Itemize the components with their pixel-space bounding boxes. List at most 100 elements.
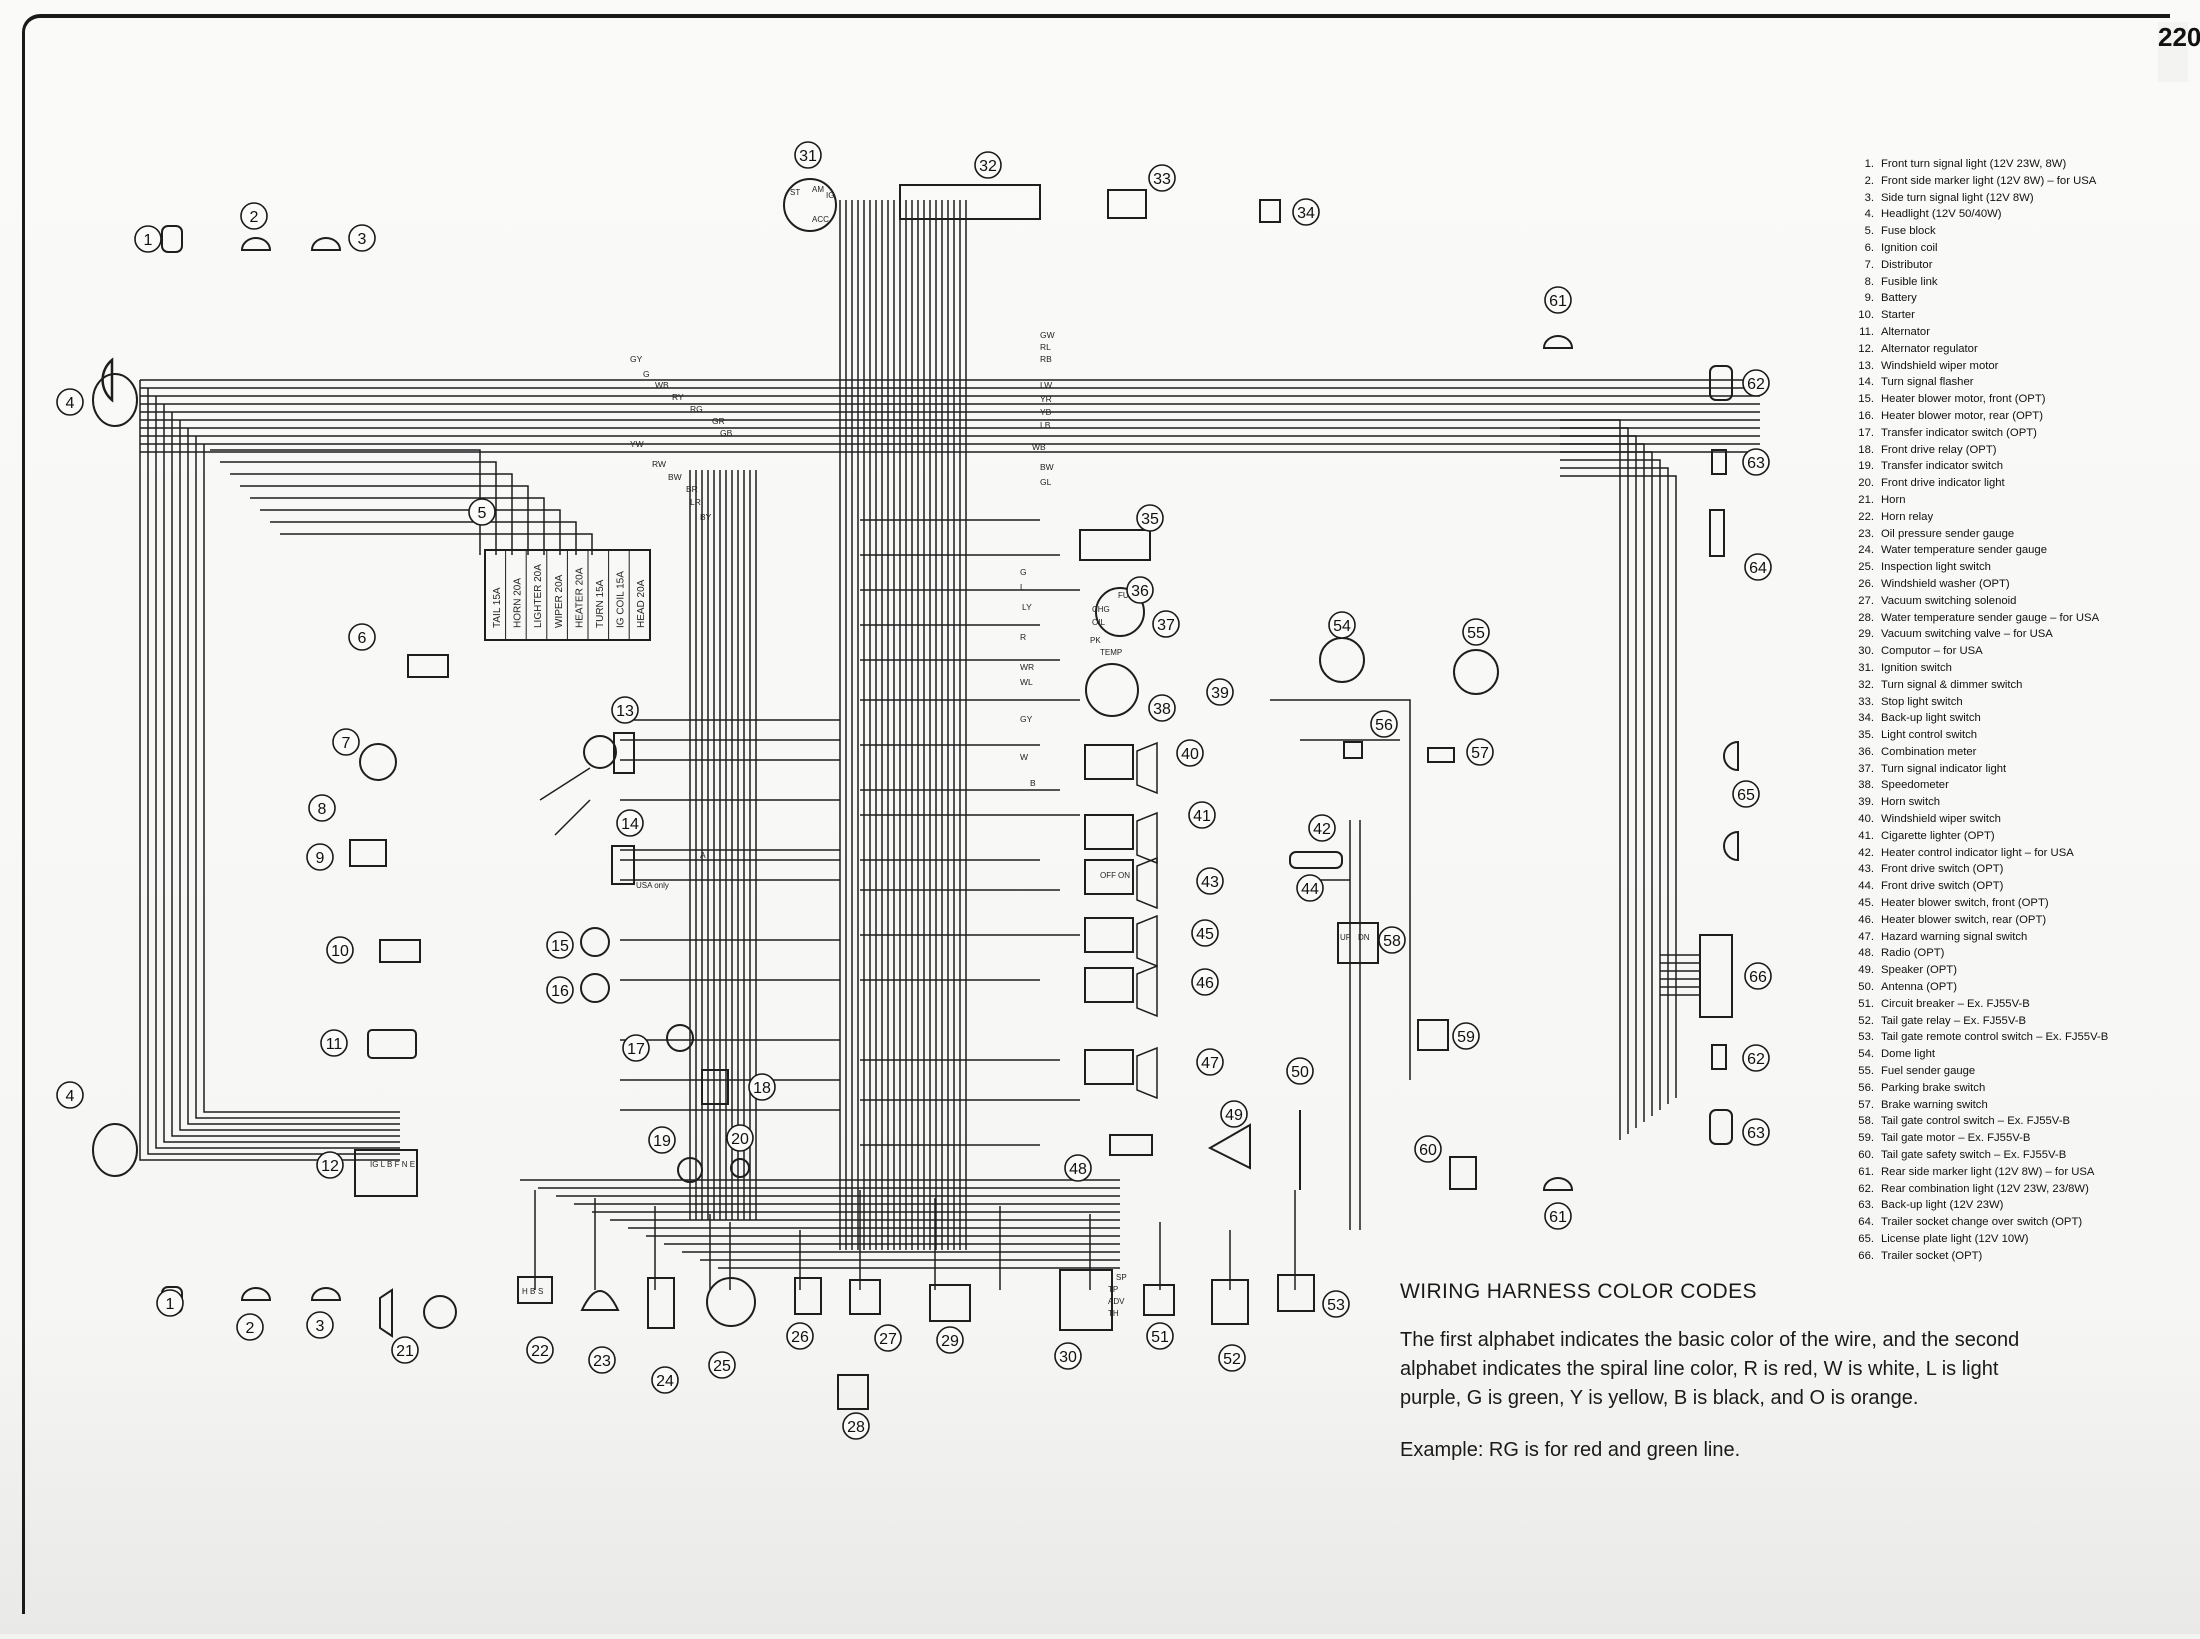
terminal-label: OFF (1100, 871, 1116, 880)
callout-circle (316, 1151, 344, 1179)
callout-circle (236, 1313, 264, 1341)
legend-item-text: Turn signal & dimmer switch (1881, 678, 2023, 691)
callout-circle (748, 1073, 776, 1101)
callout-circle (326, 936, 354, 964)
component-callout: 51 (1146, 1322, 1174, 1350)
callout-number: 35 (1141, 511, 1159, 528)
callout-number: 47 (1201, 1055, 1219, 1072)
callout-number: 8 (318, 801, 327, 818)
fuse-label: HORN 20A (513, 578, 524, 628)
legend-item: 1.Front turn signal light (12V 23W, 8W) (1848, 156, 2188, 173)
legend-item: 62.Rear combination light (12V 23W, 23/8… (1848, 1181, 2188, 1198)
legend-item: 22.Horn relay (1848, 509, 2188, 526)
callout-number: 33 (1153, 171, 1171, 188)
legend-item: 8. Fusible link (1848, 274, 2188, 291)
component-callout: 57 (1466, 738, 1494, 766)
callout-number: 46 (1196, 975, 1214, 992)
trailer-socket-symbol (1699, 934, 1733, 1018)
callout-circle (786, 1322, 814, 1350)
legend-item: 13.Windshield wiper motor (1848, 358, 2188, 375)
legend-item: 61.Rear side marker light (12V 8W) – for… (1848, 1164, 2188, 1181)
callout-circle (1054, 1342, 1082, 1370)
callout-circle (1328, 611, 1356, 639)
terminal-label: DN (1358, 933, 1370, 942)
callout-number: 36 (1131, 583, 1149, 600)
alternator-symbol (367, 1029, 417, 1059)
callout-number: 42 (1313, 821, 1331, 838)
callout-circle (56, 1081, 84, 1109)
indicator-light-symbol (730, 1158, 750, 1178)
switch-knob (1136, 811, 1158, 865)
legend-item-number: 42. (1858, 846, 1874, 859)
callout-circle (1064, 1154, 1092, 1182)
callout-circle (936, 1326, 964, 1354)
side-turn-symbol (310, 237, 342, 251)
turn-dimmer-switch-symbol (899, 184, 1041, 220)
wire-color-label: BY (700, 512, 712, 522)
component-callout: 65 (1732, 780, 1760, 808)
legend-item-number: 8. (1864, 275, 1874, 288)
legend-item-text: Front side marker light (12V 8W) – for U… (1881, 174, 2097, 187)
component-callout: 8 (308, 794, 336, 822)
legend-item: 25.Inspection light switch (1848, 559, 2188, 576)
wire-color-label: RG (690, 404, 703, 414)
legend-item-number: 25. (1858, 561, 1874, 574)
component-callout: 29 (936, 1326, 964, 1354)
page-number: 220 (2158, 22, 2200, 82)
wire (163, 404, 400, 1143)
wire-color-label: YB (1040, 407, 1052, 417)
wire (270, 521, 577, 555)
light-control-switch-symbol (1079, 529, 1151, 561)
component-callout: 1 (156, 1289, 184, 1317)
legend-item-number: 32. (1858, 678, 1874, 691)
legend-item-number: 38. (1858, 779, 1874, 792)
legend-item-number: 5. (1864, 225, 1874, 238)
horn-symbol (423, 1295, 457, 1329)
callout-number: 2 (250, 209, 259, 226)
legend-item-text: Oil pressure sender gauge (1881, 527, 2015, 540)
switch-knob (1136, 914, 1158, 968)
legend-item-number: 36. (1858, 745, 1874, 758)
callout-circle (1296, 874, 1324, 902)
wire-color-label: LY (1022, 602, 1032, 612)
wire (280, 533, 593, 555)
wire-color-label: WB (1032, 442, 1046, 452)
legend-item-text: Tail gate control switch – Ex. FJ55V-B (1881, 1115, 2070, 1128)
callout-number: 62 (1747, 1051, 1765, 1068)
callout-number: 61 (1549, 293, 1567, 310)
component-callout: 40 (1176, 739, 1204, 767)
wire (1560, 451, 1653, 1116)
wire (1270, 699, 1411, 1080)
wire-color-label: R (1020, 632, 1026, 642)
legend-item-text: Front drive relay (OPT) (1881, 443, 1997, 456)
legend-item: 36.Combination meter (1848, 744, 2188, 761)
legend-item: 9.Battery (1848, 290, 2188, 307)
legend-item: 38.Speedometer (1848, 777, 2188, 794)
legend-item-number: 64. (1858, 1216, 1874, 1229)
wire-color-label: RB (1040, 354, 1052, 364)
wire (240, 485, 529, 555)
component-callout: 17 (622, 1034, 650, 1062)
legend-item-number: 51. (1858, 997, 1874, 1010)
component-callout: 44 (1296, 874, 1324, 902)
component-callout: 63 (1742, 448, 1770, 476)
component-callout: 45 (1191, 919, 1219, 947)
switch-symbol (1084, 967, 1134, 1003)
callout-number: 57 (1471, 745, 1489, 762)
callout-number: 59 (1457, 1029, 1475, 1046)
wire (1560, 475, 1677, 1098)
trailer-switch-symbol (1709, 509, 1725, 557)
legend-item-text: Brake warning switch (1881, 1098, 1988, 1111)
component-callout: 16 (546, 976, 574, 1004)
switch-symbol (677, 1157, 703, 1183)
legend-item-number: 17. (1858, 426, 1874, 439)
legend-item: 19.Transfer indicator switch (1848, 458, 2188, 475)
callout-number: 60 (1419, 1142, 1437, 1159)
wire-color-label: G (1020, 567, 1027, 577)
legend-item-text: Battery (1881, 292, 1917, 305)
rear-combination-light-symbol (1709, 1109, 1733, 1145)
legend-item-text: Fusible link (1881, 275, 1938, 288)
fuse-label: WIPER 20A (554, 574, 565, 628)
legend-item-number: 10. (1858, 309, 1874, 322)
